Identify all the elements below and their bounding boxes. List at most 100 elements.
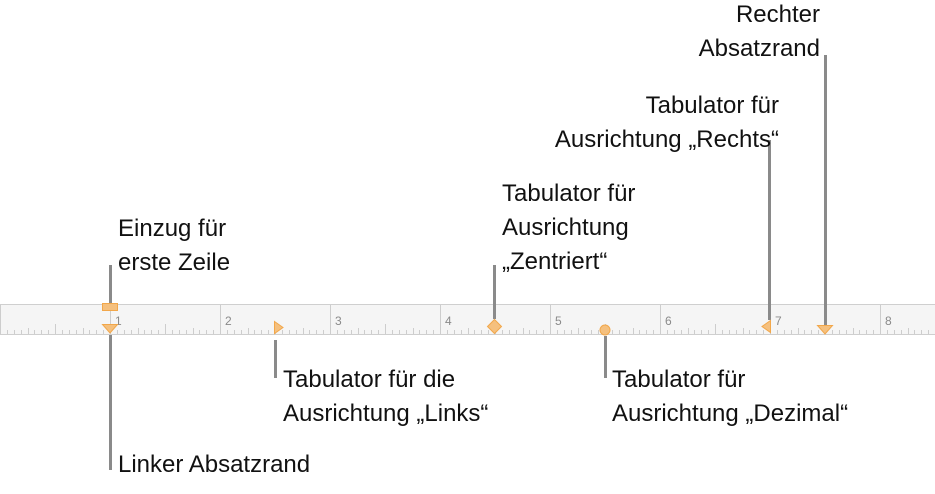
ruler-tick [233,330,235,334]
ruler-tick [178,330,180,334]
ruler-tick [330,305,331,334]
ruler-tick [460,330,462,334]
ruler-tick [61,330,63,334]
ruler-tick [577,328,579,334]
ruler-number: 1 [115,314,122,328]
ruler-tick [89,330,91,334]
ruler-tick [343,330,345,334]
ruler-tick [391,330,393,334]
ruler-tick [893,330,895,334]
ruler-number: 6 [665,314,672,328]
ruler-tick [749,330,751,334]
ruler-tick [831,330,833,334]
ruler-tick [364,330,366,334]
ruler-tick [0,305,1,334]
ruler-tick [701,330,703,334]
first-line-indent-label: Einzug für erste Zeile [118,212,230,280]
ruler-tick [845,330,847,334]
ruler-tick [529,330,531,334]
ruler-tick [110,305,111,334]
leader-line [109,265,112,305]
center-tab-marker[interactable] [486,318,503,335]
ruler-tick [632,328,634,334]
ruler-tick [907,328,909,334]
left-margin-label: Linker Absatzrand [118,448,310,482]
ruler-tick [192,328,194,334]
ruler-tick [55,324,56,334]
right-margin-marker[interactable] [816,325,834,335]
ruler-tick [378,330,380,334]
ruler-tick [742,328,744,334]
ruler-tick [797,328,799,334]
ruler-tick [660,305,661,334]
first-line-indent-marker[interactable] [102,303,118,312]
ruler-tick [6,330,8,334]
ruler-tick [735,330,737,334]
label-line: Tabulator für [612,366,746,393]
ruler-tick [680,330,682,334]
ruler-tick [137,328,139,334]
left-margin-marker[interactable] [101,324,119,334]
ruler-tick [295,330,297,334]
ruler-tick [34,330,36,334]
ruler-tick [776,330,778,334]
ruler-number: 8 [885,314,892,328]
ruler-tick [618,330,620,334]
ruler-tick [900,330,902,334]
ruler-tick [859,330,861,334]
ruler-tick [563,330,565,334]
ruler-tick [501,330,503,334]
label-line: Absatzrand [698,35,820,62]
ruler-tick [694,330,696,334]
ruler-tick [715,324,716,334]
right-tab-marker[interactable] [761,319,771,334]
ruler-tick [165,324,166,334]
leader-line [274,340,277,378]
ruler-number: 3 [335,314,342,328]
left-tab-marker[interactable] [274,320,284,335]
ruler-tick [75,330,77,334]
ruler-tick [763,330,765,334]
label-line: Tabulator für die [283,366,456,393]
decimal-tab-marker[interactable] [599,324,611,336]
label-line: Ausrichtung [502,214,629,241]
ruler-tick [123,330,125,334]
ruler-tick [426,330,428,334]
ruler-tick [536,330,538,334]
ruler-tick [440,305,441,334]
label-line: erste Zeile [118,249,231,276]
ruler-tick [20,330,22,334]
ruler-tick [226,330,228,334]
ruler-tick [130,330,132,334]
label-line: Ausrichtung „Rechts“ [554,126,779,153]
ruler-tick [82,328,84,334]
ruler-tick [336,330,338,334]
ruler-tick [921,330,923,334]
ruler-tick [433,330,435,334]
label-line: Einzug für [118,215,227,242]
ruler-tick [611,330,613,334]
ruler-tick [550,305,551,334]
leader-line [109,335,112,470]
ruler-tick [254,330,256,334]
ruler-tick [398,330,400,334]
ruler-tick [357,328,359,334]
ruler-tick [873,330,875,334]
ruler-tick [309,330,311,334]
ruler-tick [804,330,806,334]
ruler-tick [213,330,215,334]
ruler-tick [673,330,675,334]
ruler-tick [556,330,558,334]
ruler-tick [446,330,448,334]
label-line: „Zentriert“ [502,248,608,275]
ruler-tick [508,330,510,334]
ruler-tick [481,330,483,334]
ruler-number: 4 [445,314,452,328]
ruler-tick [811,330,813,334]
ruler-tick [220,305,221,334]
ruler-tick [385,324,386,334]
